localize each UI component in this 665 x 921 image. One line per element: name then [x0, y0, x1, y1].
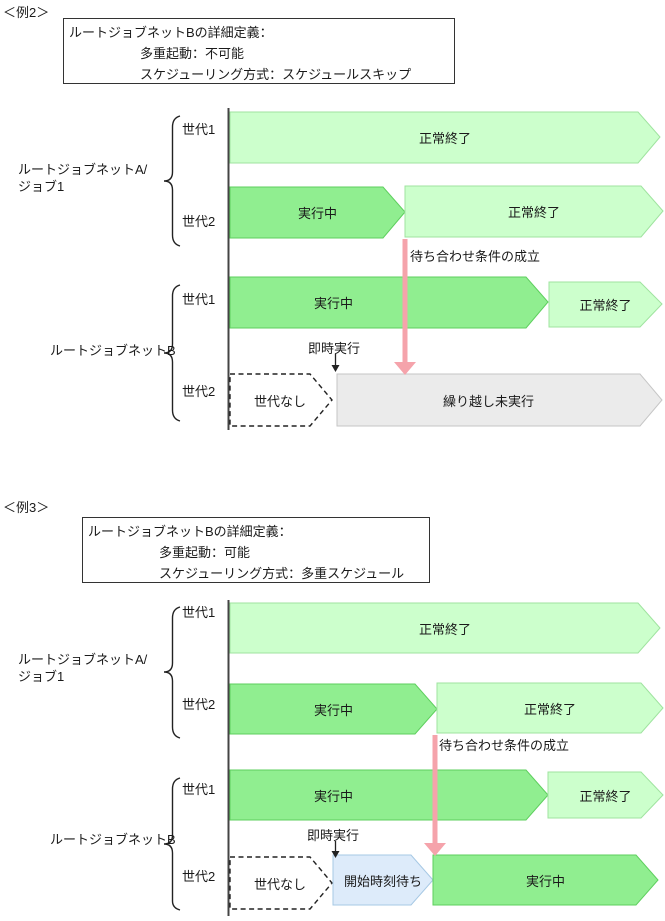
group-a-label-line1: ルートジョブネットA/ — [18, 162, 148, 177]
bar-label-running: 実行中 — [313, 296, 353, 311]
definition-line: 多重起動：不可能 — [140, 46, 245, 61]
bar-b2-carried-over-ex2 — [336, 373, 663, 427]
wait-condition-note: 待ち合わせ条件の成立 — [410, 249, 541, 264]
group-a-brace-ex2 — [163, 115, 181, 247]
generation-label: 世代2 — [182, 384, 216, 399]
bar-a2-normal-end-ex2 — [404, 185, 664, 238]
group-b-label: ルートジョブネットB — [50, 343, 176, 358]
bar-label-normal-end: 正常終了 — [579, 789, 632, 804]
generation-label: 世代1 — [182, 292, 216, 307]
bar-b1-running-ex2 — [229, 276, 549, 329]
bar-label-carried-over: 繰り越し未実行 — [442, 393, 534, 409]
bar-label-no-generation: 世代なし — [253, 876, 306, 892]
immediate-exec-arrow-head-ex2 — [331, 365, 340, 372]
group-a-brace-ex3 — [163, 606, 181, 739]
wait-condition-note: 待ち合わせ条件の成立 — [439, 738, 570, 753]
immediate-exec-note: 即時実行 — [307, 828, 360, 843]
group-a-label-line2: ジョブ1 — [18, 179, 65, 194]
definition-line: ルートジョブネットBの詳細定義： — [88, 524, 292, 539]
group-a-label-line1: ルートジョブネットA/ — [18, 652, 148, 667]
bar-label-normal-end: 正常終了 — [523, 701, 576, 717]
example2-definition-box: ルートジョブネットBの詳細定義： 多重起動：不可能 スケジューリング方式：スケジ… — [63, 18, 455, 84]
definition-line: ルートジョブネットBの詳細定義： — [69, 25, 273, 40]
generation-label: 世代1 — [182, 122, 216, 137]
group-b-label: ルートジョブネットB — [50, 832, 176, 847]
bar-b2-start-time-wait-ex3 — [332, 854, 434, 906]
example2-heading: ＜例2＞ — [3, 5, 50, 20]
group-b-brace-ex3 — [163, 777, 181, 911]
bar-a2-normal-end-ex3 — [436, 682, 664, 734]
immediate-exec-note: 即時実行 — [308, 341, 361, 356]
generation-label: 世代1 — [182, 605, 216, 620]
bar-b2-no-generation-ex3 — [229, 856, 333, 910]
bar-a2-running-ex3 — [229, 683, 438, 735]
bar-b1-normal-end-ex3 — [547, 771, 664, 819]
example3-definition-box: ルートジョブネットBの詳細定義： 多重起動：可能 スケジューリング方式：多重スケ… — [82, 517, 430, 583]
bar-label-running: 実行中 — [297, 206, 337, 221]
bar-label-running: 実行中 — [313, 702, 353, 718]
definition-line: 多重起動：可能 — [159, 545, 251, 560]
bar-label-running: 実行中 — [525, 873, 565, 889]
bar-label-normal-end: 正常終了 — [579, 298, 632, 313]
generation-label: 世代2 — [182, 214, 216, 229]
bar-label-no-generation: 世代なし — [253, 393, 306, 409]
bar-label-normal-end: 正常終了 — [418, 131, 471, 146]
bar-label-start-time-wait: 開始時刻待ち — [343, 873, 422, 889]
wait-condition-arrow-head-ex2 — [394, 362, 416, 375]
group-b-brace-ex2 — [163, 284, 181, 422]
bar-label-normal-end: 正常終了 — [418, 621, 471, 637]
bar-a1-normal-end-ex2 — [229, 111, 661, 164]
bar-label-running: 実行中 — [313, 788, 353, 804]
definition-line: スケジューリング方式：スケジュールスキップ — [140, 67, 412, 82]
group-a-label-line2: ジョブ1 — [18, 669, 65, 684]
bar-b1-running-ex3 — [229, 769, 549, 821]
example3-heading: ＜例3＞ — [3, 500, 50, 515]
bar-b2-running-ex3 — [432, 854, 659, 906]
bar-a2-running-ex2 — [229, 186, 406, 239]
generation-label: 世代2 — [182, 697, 216, 712]
generation-label: 世代2 — [182, 869, 216, 884]
generation-label: 世代1 — [182, 782, 216, 797]
definition-line: スケジューリング方式：多重スケジュール — [159, 566, 405, 581]
bar-b1-normal-end-ex2 — [548, 281, 663, 328]
bar-b2-no-generation-ex2 — [229, 373, 333, 427]
bar-a1-normal-end-ex3 — [229, 602, 661, 654]
immediate-exec-arrow-head-ex3 — [331, 851, 340, 858]
bar-label-normal-end: 正常終了 — [507, 205, 560, 220]
wait-condition-arrow-head-ex3 — [424, 843, 446, 856]
